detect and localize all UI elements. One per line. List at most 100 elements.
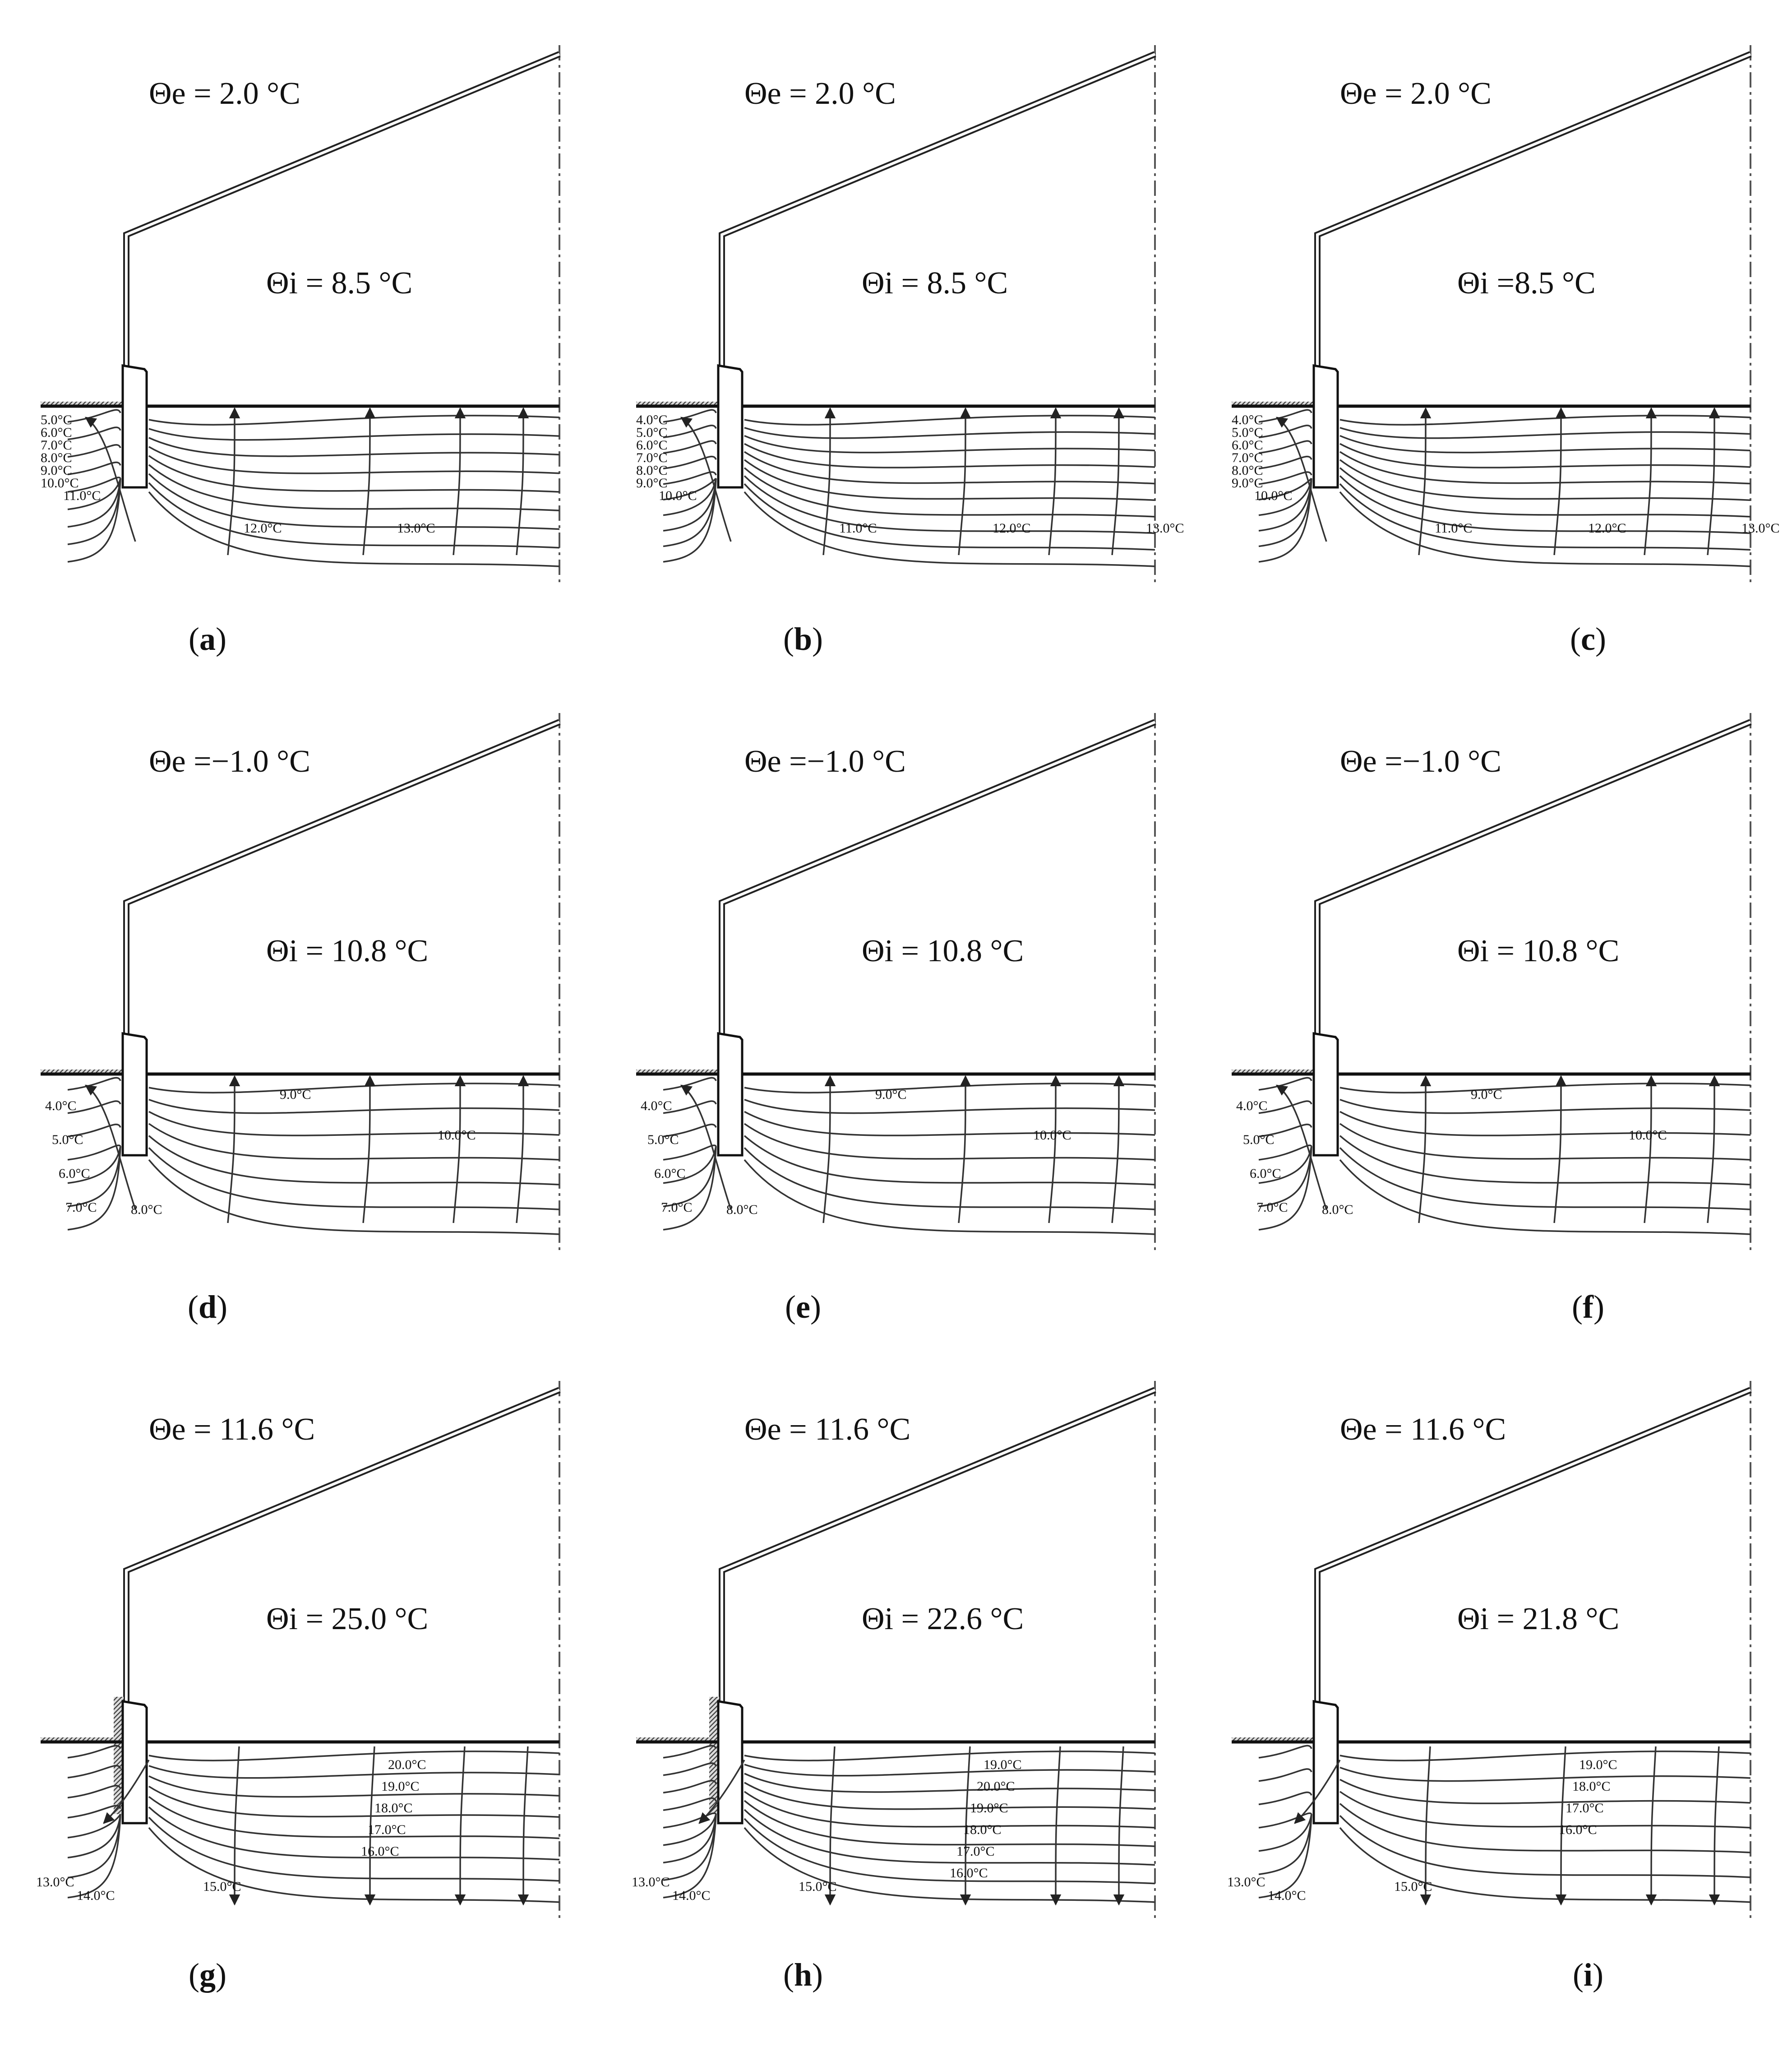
isotherm-label: 6.0°C	[1250, 1166, 1281, 1181]
isotherm-label: 6.0°C	[1232, 438, 1263, 453]
isotherm-line	[1258, 1745, 1751, 1761]
isotherm-label: 7.0°C	[41, 438, 72, 453]
building-envelope-inner	[720, 721, 1156, 1033]
building-envelope-inner	[720, 53, 1156, 366]
building-envelope-inner	[125, 1389, 560, 1701]
isotherm-line	[67, 426, 560, 441]
heat-flux-arrow	[103, 1760, 150, 1824]
isotherm-label: 19.0°C	[1579, 1757, 1617, 1772]
foundation-wall	[717, 364, 744, 489]
heat-flux-arrow	[1707, 1075, 1720, 1223]
heat-flux-arrow	[1709, 1746, 1720, 1906]
exterior-ground-hatch	[1232, 402, 1314, 406]
isotherm-label: 15.0°C	[203, 1879, 241, 1894]
isotherm-label: 6.0°C	[636, 438, 668, 453]
exterior-temperature: Θe = 2.0 °C	[1340, 76, 1492, 111]
heat-flux-arrow	[1048, 407, 1062, 556]
heat-flux-arrow	[698, 1760, 745, 1824]
exterior-ground-hatch	[636, 402, 718, 406]
panel-c: 4.0°C5.0°C6.0°C7.0°C8.0°C9.0°C10.0°C11.0…	[1232, 45, 1780, 657]
isotherm-line	[1258, 1146, 1751, 1235]
interior-temperature: Θi = 21.8 °C	[1457, 1602, 1619, 1636]
heat-flux-arrow	[1275, 417, 1327, 542]
isotherm-line	[1258, 1778, 1751, 1806]
isotherm-label: 5.0°C	[647, 1132, 679, 1147]
isotherm-label: 6.0°C	[654, 1166, 686, 1181]
interior-temperature: Θi = 10.8 °C	[862, 934, 1024, 968]
heat-flux-arrow	[1420, 1746, 1432, 1906]
isotherm-label: 5.0°C	[1232, 425, 1263, 440]
isotherm-line	[67, 1111, 560, 1138]
isotherm-label: 8.0°C	[41, 450, 72, 465]
panel-caption: (f)	[1572, 1289, 1604, 1325]
exterior-ground-hatch	[1232, 1737, 1314, 1742]
isotherm-label: 9.0°C	[1232, 476, 1263, 491]
isotherm-line	[67, 464, 560, 511]
heat-flux-arrow	[227, 1075, 240, 1223]
isotherm-label: 12.0°C	[993, 521, 1031, 536]
exterior-ground-hatch	[1232, 1070, 1314, 1074]
interior-temperature: Θi =8.5 °C	[1457, 266, 1596, 301]
insulation-hatch	[114, 1697, 124, 1814]
heat-flux-arrow	[227, 407, 240, 556]
isotherm-line	[67, 1123, 560, 1161]
interior-temperature: Θi = 10.8 °C	[266, 934, 428, 968]
isotherm-label: 8.0°C	[1322, 1202, 1353, 1217]
exterior-ground-hatch	[636, 1070, 718, 1074]
isotherm-label: 10.0°C	[1629, 1128, 1667, 1143]
isotherm-label: 18.0°C	[374, 1801, 413, 1815]
isotherm-label: 4.0°C	[1236, 1098, 1268, 1113]
isotherm-label: 10.0°C	[1033, 1128, 1072, 1143]
heat-flux-arrow	[454, 1746, 466, 1906]
isotherm-line	[663, 1814, 1155, 1903]
foundation-wall	[1312, 364, 1339, 489]
isotherm-label: 13.0°C	[1227, 1875, 1265, 1890]
interior-temperature: Θi = 25.0 °C	[266, 1602, 428, 1636]
isotherm-line	[663, 1099, 1155, 1114]
building-envelope-inner	[1316, 721, 1751, 1033]
isotherm-line	[663, 1800, 1155, 1847]
isotherm-label: 7.0°C	[636, 450, 668, 465]
isotherm-label: 13.0°C	[36, 1875, 74, 1890]
isotherm-label: 16.0°C	[1559, 1822, 1597, 1837]
isotherm-label: 13.0°C	[1741, 521, 1780, 536]
isotherm-label: 17.0°C	[1566, 1801, 1604, 1815]
isotherm-line	[663, 451, 1155, 485]
heat-flux-arrow	[453, 1075, 466, 1223]
panel-caption: (d)	[188, 1289, 227, 1325]
heat-flux-arrow	[822, 1075, 836, 1223]
heat-flux-arrow	[1645, 1746, 1657, 1906]
isotherm-label: 4.0°C	[1232, 412, 1263, 427]
isotherm-line	[1258, 1111, 1751, 1138]
isotherm-label: 10.0°C	[1254, 488, 1293, 503]
isotherm-line	[1258, 1123, 1751, 1161]
isotherm-label: 8.0°C	[131, 1202, 162, 1217]
isotherm-line	[67, 478, 560, 549]
heat-flux-arrow	[680, 417, 732, 542]
panel-caption: (a)	[189, 621, 226, 657]
isotherm-line	[67, 1806, 560, 1861]
panel-caption: (e)	[785, 1289, 821, 1325]
heat-flux-arrow	[362, 1075, 376, 1223]
panel-caption: (i)	[1573, 1957, 1603, 1993]
isotherm-label: 7.0°C	[65, 1200, 97, 1215]
isotherm-line	[1258, 409, 1751, 426]
isotherm-line	[67, 1077, 560, 1093]
isotherm-label: 4.0°C	[45, 1098, 77, 1113]
building-envelope-inner	[125, 721, 560, 1033]
isotherm-line	[1258, 459, 1751, 501]
isotherm-line	[67, 1796, 560, 1839]
heat-flux-arrow	[1275, 1084, 1327, 1210]
heat-flux-arrow	[1644, 1075, 1657, 1223]
isotherm-label: 15.0°C	[799, 1879, 837, 1894]
isotherm-label: 5.0°C	[1243, 1132, 1275, 1147]
isotherm-label: 11.0°C	[1435, 521, 1472, 536]
isotherm-label: 5.0°C	[636, 425, 668, 440]
panel-caption: (h)	[783, 1957, 823, 1993]
isotherm-line	[67, 1099, 560, 1114]
panel-caption: (g)	[189, 1957, 226, 1993]
heat-flux-arrow	[960, 1746, 971, 1906]
building-envelope-inner	[125, 53, 560, 366]
isotherm-line	[1258, 443, 1751, 470]
exterior-temperature: Θe =−1.0 °C	[149, 744, 310, 779]
